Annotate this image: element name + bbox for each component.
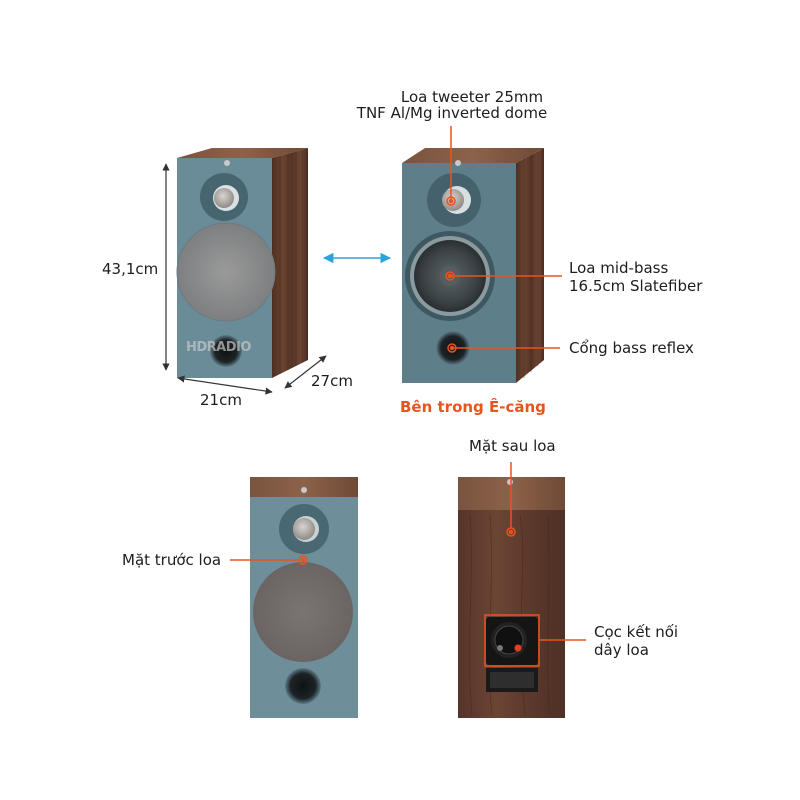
back-view-label: Mặt sau loa bbox=[469, 437, 556, 455]
speaker-with-grille bbox=[176, 148, 308, 378]
depth-dimension-label: 27cm bbox=[311, 372, 353, 390]
callout-lines-back bbox=[484, 462, 586, 667]
width-dimension-arrow bbox=[177, 375, 273, 395]
tweeter-label-line2: TNF Al/Mg inverted dome bbox=[356, 104, 548, 122]
speaker-inside-view bbox=[402, 148, 544, 383]
terminals-label-line2: dây loa bbox=[594, 641, 649, 659]
depth-dimension-arrow bbox=[284, 355, 327, 389]
midbass-label-line2: 16.5cm Slatefiber bbox=[569, 277, 703, 295]
terminals-label-line1: Cọc kết nối bbox=[594, 623, 679, 641]
front-view-label: Mặt trước loa bbox=[122, 551, 222, 569]
width-dimension-label: 21cm bbox=[200, 391, 242, 409]
midbass-label-line1: Loa mid-bass bbox=[569, 259, 669, 277]
callout-line-front bbox=[230, 555, 308, 565]
watermark-logo: HDRADIO bbox=[186, 340, 251, 355]
height-dimension-label: 43,1cm bbox=[102, 260, 159, 278]
tweeter-label-line1: Loa tweeter 25mm bbox=[400, 88, 544, 106]
port-label: Cổng bass reflex bbox=[569, 339, 694, 357]
callout-lines-inside bbox=[445, 126, 562, 353]
inside-view-title: Bên trong Ê-căng bbox=[400, 398, 546, 416]
speaker-front-view bbox=[250, 477, 358, 718]
